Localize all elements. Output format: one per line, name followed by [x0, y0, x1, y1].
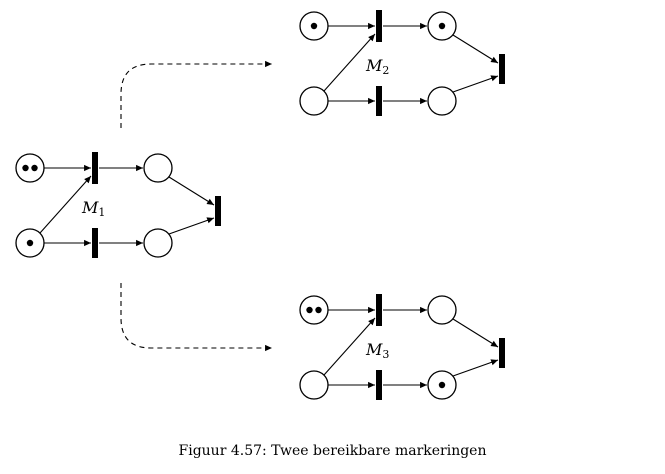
arc-p2-t1: [323, 317, 376, 376]
token: [22, 164, 29, 172]
figure-caption: Figuur 4.57: Twee bereikbare markeringen: [178, 443, 487, 459]
transition-t1: [92, 152, 98, 184]
arc-p4-t3: [452, 359, 499, 377]
place-mid-bottom: [427, 86, 457, 116]
petri-net-1: M1: [15, 152, 221, 258]
marking-label: M3: [365, 340, 389, 361]
token: [438, 381, 446, 389]
transition-t2: [376, 86, 382, 116]
arc-p2-t1: [39, 175, 92, 234]
token: [438, 22, 446, 30]
place-bottom: [299, 86, 329, 116]
transition-t1: [376, 294, 382, 326]
transition-t3: [499, 54, 505, 84]
place-mid-top: [143, 153, 173, 183]
petri-net-2: M2: [299, 10, 505, 116]
arc-p4-t3: [168, 217, 215, 235]
marking-label: M2: [365, 56, 389, 77]
transition-t3: [215, 196, 221, 226]
place-mid-top: [427, 295, 457, 325]
place-bottom: [299, 370, 329, 400]
dashed-arrow-to-m2: [120, 60, 272, 128]
transition-t2: [92, 228, 98, 258]
token: [31, 164, 38, 172]
place-top: [15, 153, 45, 183]
arc-p3-t3: [452, 34, 499, 64]
token: [306, 306, 313, 314]
petri-net-3: M3: [299, 294, 505, 400]
marking-label-subscript: 2: [382, 64, 389, 77]
place-mid-bottom: [143, 228, 173, 258]
arc-p3-t3: [168, 176, 215, 206]
dashed-arrow-to-m3: [120, 283, 272, 352]
arc-p4-t3: [452, 75, 499, 93]
arc-p2-t1: [323, 33, 376, 92]
transition-t3: [499, 338, 505, 368]
arc-p3-t3: [452, 318, 499, 348]
transition-t1: [376, 10, 382, 42]
marking-label: M1: [81, 198, 105, 219]
marking-label-subscript: 3: [382, 348, 389, 361]
place-top: [299, 295, 329, 325]
token: [315, 306, 322, 314]
token: [310, 22, 318, 30]
transition-t2: [376, 370, 382, 400]
marking-label-subscript: 1: [98, 206, 105, 219]
token: [26, 239, 34, 247]
